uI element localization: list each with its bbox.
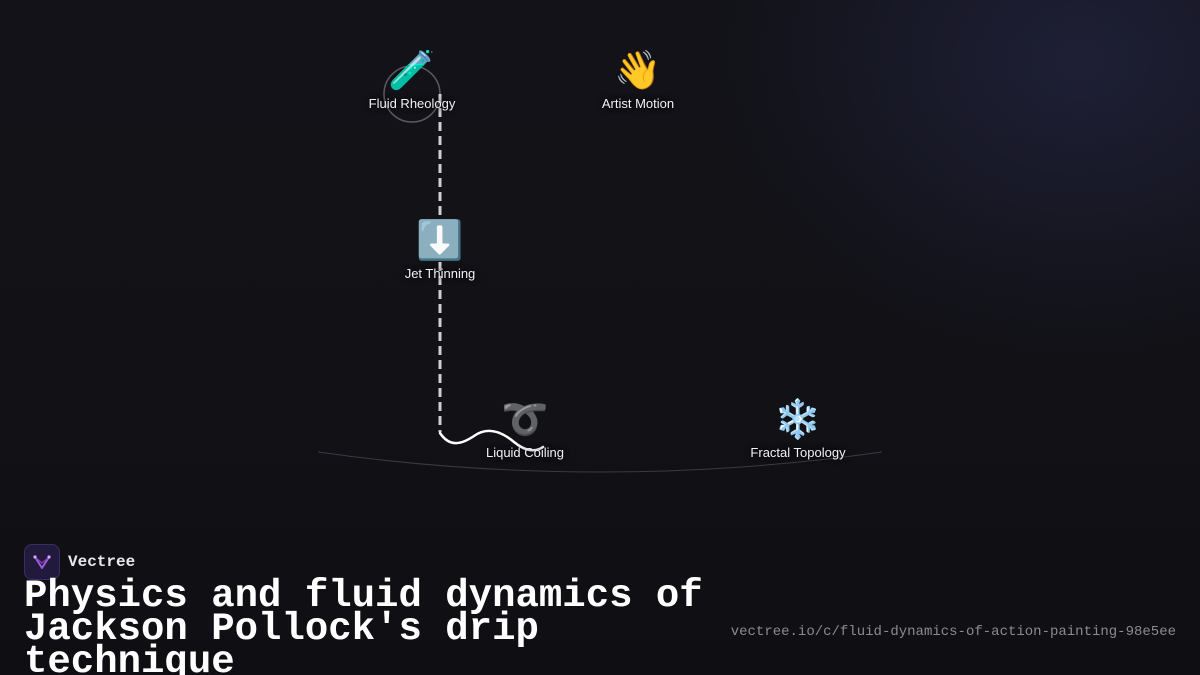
node-label-artist-motion: Artist Motion	[601, 96, 675, 111]
down-arrow-icon: ⬇️	[416, 218, 464, 262]
node-fluid-rheology[interactable]: 🧪 Fluid Rheology	[332, 48, 492, 111]
node-label-jet-thinning: Jet Thinning	[404, 266, 476, 281]
node-jet-thinning[interactable]: ⬇️ Jet Thinning	[360, 218, 520, 281]
curly-loop-icon: ➰	[501, 397, 549, 441]
waving-hand-icon: 👋	[614, 48, 662, 92]
test-tube-icon: 🧪	[388, 48, 436, 92]
node-liquid-coiling[interactable]: ➰ Liquid Coiling	[445, 397, 605, 460]
node-label-liquid-coiling: Liquid Coiling	[485, 445, 565, 460]
source-url[interactable]: vectree.io/c/fluid-dynamics-of-action-pa…	[730, 624, 1176, 640]
snowflake-icon: ❄️	[774, 397, 822, 441]
node-label-fractal-topology: Fractal Topology	[750, 445, 846, 460]
vectree-logo-icon	[24, 544, 60, 580]
baseline-arc	[317, 451, 883, 473]
node-artist-motion[interactable]: 👋 Artist Motion	[558, 48, 718, 111]
brand: Vectree	[24, 544, 135, 580]
vectree-mark-icon	[33, 555, 51, 569]
page-title: Physics and fluid dynamics of Jackson Po…	[24, 574, 703, 675]
brand-name: Vectree	[68, 553, 136, 571]
node-fractal-topology[interactable]: ❄️ Fractal Topology	[718, 397, 878, 460]
coiling-wave	[438, 429, 545, 452]
node-label-fluid-rheology: Fluid Rheology	[368, 96, 456, 111]
